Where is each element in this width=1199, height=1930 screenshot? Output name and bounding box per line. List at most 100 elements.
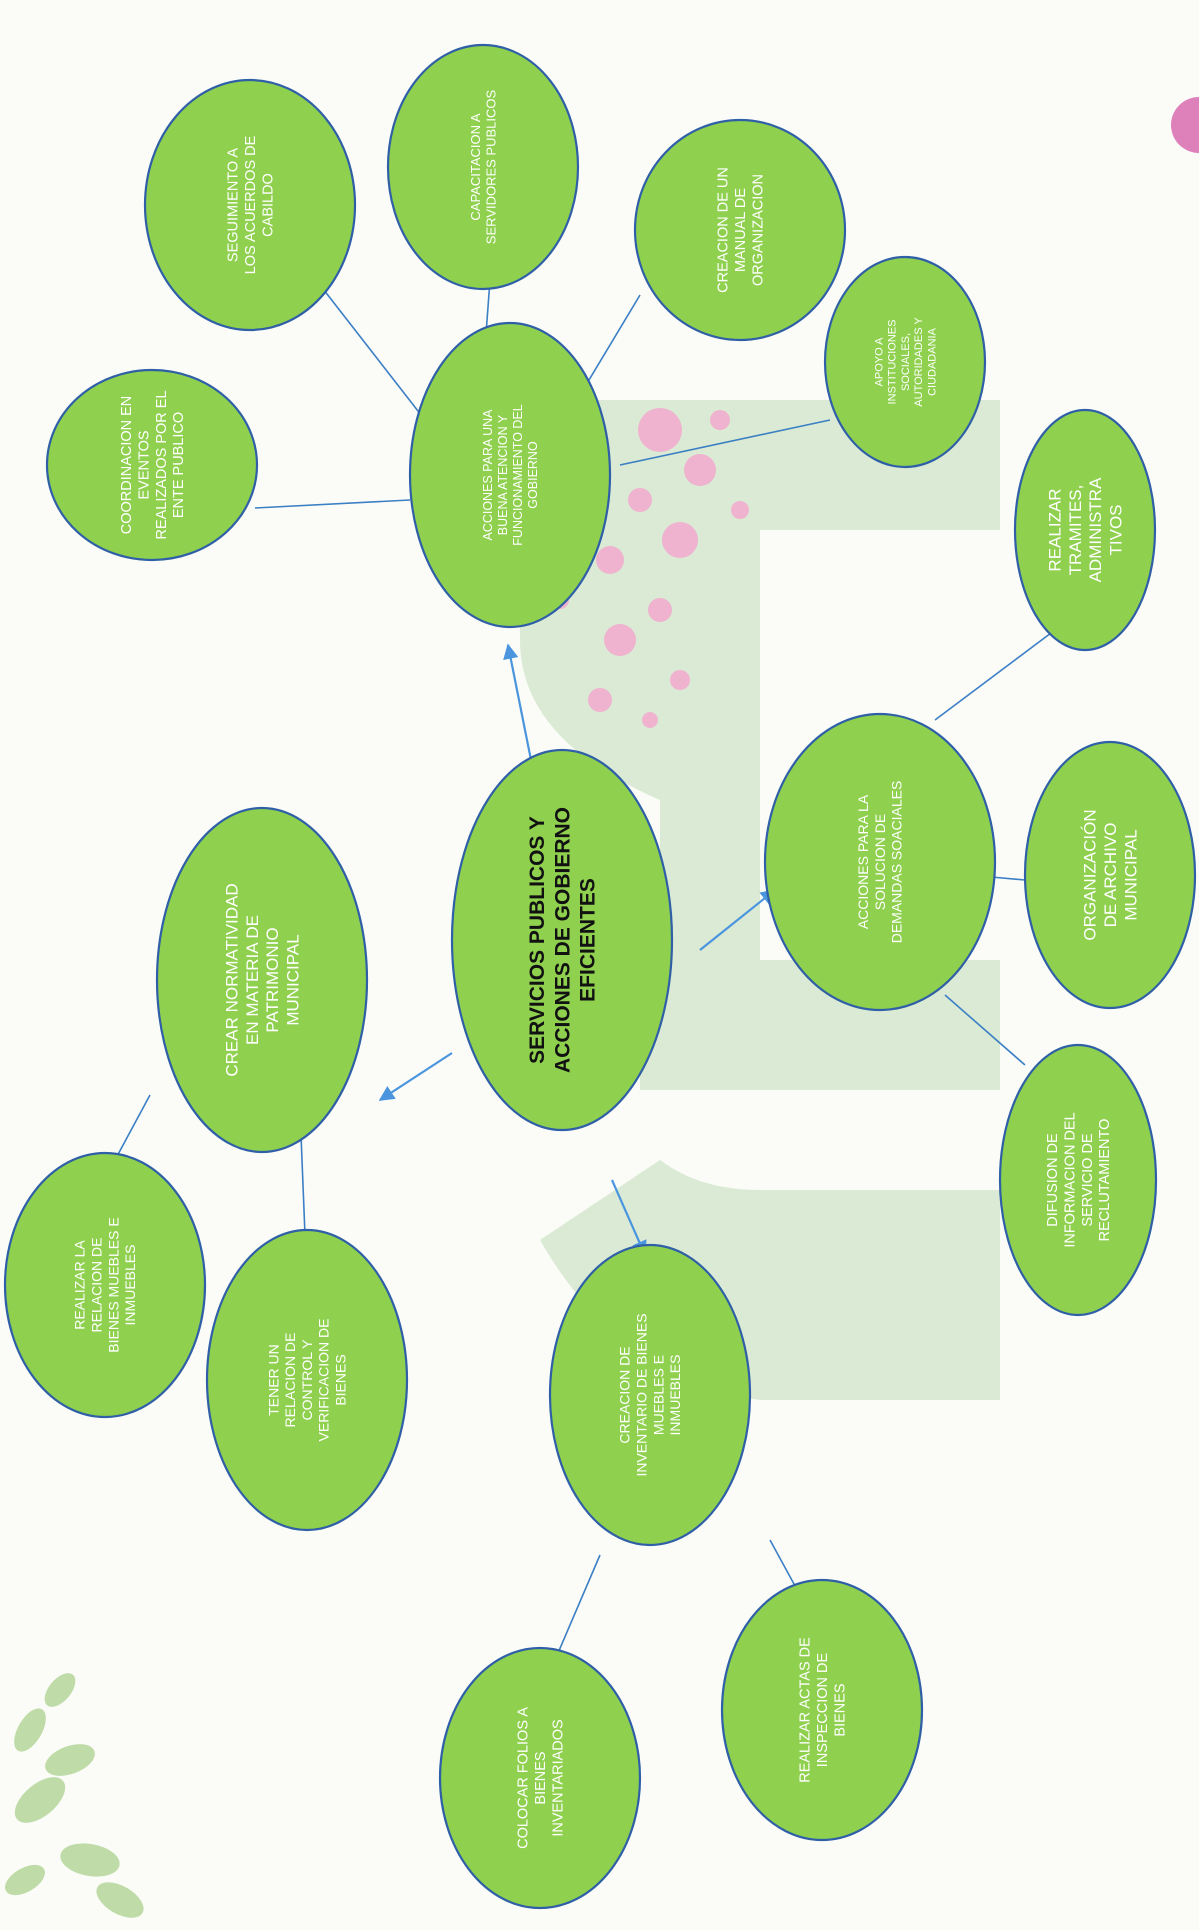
arrow-to-inventario	[610, 1179, 647, 1257]
node-control-verificacion: TENER UNRELACION DECONTROL YVERIFICACION…	[205, 1228, 409, 1532]
connector-line	[619, 419, 831, 466]
label-line: CREACION DE	[617, 1346, 633, 1443]
node-label: SEGUIMIENTO ALOS ACUERDOS DECABILDO	[226, 135, 277, 274]
label-line: RECLUTAMIENTO	[1097, 1119, 1113, 1242]
node-label: REALIZARTRAMITES,ADMINISTRATIVOS	[1045, 477, 1125, 583]
node-label: REALIZAR ACTAS DEINSPECCION DEBIENES	[798, 1637, 849, 1783]
arrow-to-acciones-gobierno	[503, 643, 534, 766]
label-line: SEGUIMIENTO A	[226, 148, 242, 262]
label-line: EN MATERIA DE	[243, 915, 262, 1045]
label-line: INVENTARIO DE BIENES	[634, 1313, 650, 1476]
node-seguimiento-cabildo: SEGUIMIENTO ALOS ACUERDOS DECABILDO	[143, 78, 357, 332]
center-arrows	[378, 643, 777, 1257]
label-line: MANUAL DE	[733, 188, 749, 272]
label-line: SERVIDORES PUBLICOS	[483, 89, 498, 244]
node-normatividad-patrimonio: CREAR NORMATIVIDADEN MATERIA DEPATRIMONI…	[155, 806, 369, 1154]
label-line: LOS ACUERDOS DE	[243, 135, 259, 274]
node-label: CREACION DEINVENTARIO DE BIENESMUEBLES E…	[617, 1313, 683, 1476]
label-line: REALIZAR ACTAS DE	[798, 1637, 814, 1783]
label-line: ACCIONES DE GOBIERNO	[551, 807, 574, 1073]
label-line: REALIZADOS POR EL	[154, 390, 170, 539]
node-label: CAPACITACION ASERVIDORES PUBLICOS	[468, 89, 499, 244]
label-line: INMUEBLES	[122, 1245, 138, 1326]
node-label: COORDINACION ENEVENTOSREALIZADOS POR ELE…	[119, 390, 187, 539]
node-label: TENER UNRELACION DECONTROL YVERIFICACION…	[265, 1319, 348, 1442]
node-label: ORGANIZACIÓNDE ARCHIVOMUNICIPAL	[1081, 809, 1141, 940]
label-line: TRAMITES,	[1066, 485, 1085, 576]
label-line: INMUEBLES	[667, 1355, 683, 1436]
label-line: FUNCIONAMIENTO DEL	[511, 404, 525, 545]
connector-line	[554, 1554, 601, 1661]
label-line: ENTE PUBLICO	[171, 412, 187, 518]
label-line: MUNICIPAL	[284, 934, 303, 1025]
node-label: DIFUSION DEINFORMACION DELSERVICIO DEREC…	[1045, 1112, 1113, 1247]
arrow-to-demandas-sociales	[699, 889, 777, 951]
connector-line	[579, 294, 641, 396]
label-line: INSPECCION DE	[815, 1652, 831, 1767]
label-line: MUEBLES E	[650, 1355, 666, 1435]
label-line: ORGANIZACIÓN	[1081, 809, 1100, 940]
label-line: ACCIONES PARA LA	[855, 794, 871, 929]
connector-line	[944, 994, 1026, 1066]
label-line: DE ARCHIVO	[1101, 823, 1120, 928]
label-line: INFORMACION DEL	[1062, 1112, 1078, 1247]
connector-line	[319, 284, 426, 421]
label-line: AUTORIDADES Y	[913, 317, 925, 407]
node-realizar-tramites: REALIZARTRAMITES,ADMINISTRATIVOS	[1013, 408, 1157, 652]
label-line: REALIZAR LA	[72, 1240, 88, 1330]
node-label: APOYO AINSTITUCIONESSOCIALES,AUTORIDADES…	[873, 317, 938, 407]
label-line: APOYO A	[873, 337, 885, 387]
node-acciones-gobierno: ACCIONES PARA UNABUENA ATENCION YFUNCION…	[408, 321, 612, 629]
node-coordinacion-eventos: COORDINACION ENEVENTOSREALIZADOS POR ELE…	[45, 368, 259, 562]
arrow-to-normatividad	[378, 1052, 453, 1101]
node-difusion-reclutamiento: DIFUSION DEINFORMACION DELSERVICIO DEREC…	[998, 1043, 1158, 1317]
node-folios-bienes: COLOCAR FOLIOS ABIENESINVENTARIADOS	[438, 1646, 642, 1910]
node-label: REALIZAR LARELACION DEBIENES MUEBLES EIN…	[72, 1217, 138, 1352]
label-line: SOCIALES,	[900, 333, 912, 391]
label-line: PATRIMONIO	[263, 927, 282, 1032]
pink-circle-decoration	[1171, 97, 1199, 153]
connector-line	[254, 499, 411, 509]
label-line: MUNICIPAL	[1121, 829, 1140, 920]
connector-line	[114, 1094, 151, 1161]
node-manual-organizacion: CREACION DE UNMANUAL DEORGANIZACION	[633, 118, 847, 342]
label-line: COORDINACION EN	[119, 396, 135, 535]
label-line: BIENES	[533, 1751, 549, 1804]
label-line: INSTITUCIONES	[887, 320, 899, 405]
label-line: SERVICIO DE	[1080, 1133, 1096, 1227]
label-line: CREACION DE UN	[716, 167, 732, 293]
label-line: REALIZAR	[1045, 488, 1064, 571]
label-line: DEMANDAS SOACIALES	[889, 781, 905, 944]
node-relacion-bienes: REALIZAR LARELACION DEBIENES MUEBLES EIN…	[3, 1151, 207, 1419]
node-archivo-municipal: ORGANIZACIÓNDE ARCHIVOMUNICIPAL	[1023, 740, 1197, 1010]
node-label: ACCIONES PARA UNABUENA ATENCION YFUNCION…	[481, 404, 540, 545]
node-actas-inspeccion: REALIZAR ACTAS DEINSPECCION DEBIENES	[720, 1578, 924, 1842]
label-line: DIFUSION DE	[1045, 1133, 1061, 1227]
label-line: VERIFICACION DE	[316, 1319, 332, 1442]
label-line: SERVICIOS PUBLICOS Y	[526, 816, 549, 1064]
label-line: ACCIONES PARA UNA	[481, 409, 495, 541]
label-line: TENER UN	[265, 1344, 281, 1416]
label-line: CONTROL Y	[299, 1339, 315, 1421]
label-line: EVENTOS	[136, 430, 152, 499]
label-line: BUENA ATENCION Y	[496, 414, 510, 535]
label-line: ORGANIZACION	[750, 174, 766, 286]
label-line: ADMINISTRA	[1086, 477, 1105, 583]
node-apoyo-instituciones: APOYO AINSTITUCIONESSOCIALES,AUTORIDADES…	[823, 255, 987, 469]
label-line: BIENES	[333, 1354, 349, 1405]
label-line: BIENES	[832, 1683, 848, 1736]
label-line: BIENES MUEBLES E	[105, 1217, 121, 1352]
label-line: GOBIERNO	[526, 441, 540, 509]
node-capacitacion: CAPACITACION ASERVIDORES PUBLICOS	[386, 43, 580, 291]
label-line: INVENTARIADOS	[550, 1719, 566, 1836]
label-line: SOLUCION DE	[872, 814, 888, 910]
label-line: EFICIENTES	[577, 878, 600, 1002]
node-inventario-bienes: CREACION DEINVENTARIO DE BIENESMUEBLES E…	[548, 1243, 752, 1547]
label-line: TIVOS	[1107, 504, 1126, 555]
node-label: CREAR NORMATIVIDADEN MATERIA DEPATRIMONI…	[222, 883, 302, 1076]
node-label: CREACION DE UNMANUAL DEORGANIZACION	[716, 167, 767, 293]
